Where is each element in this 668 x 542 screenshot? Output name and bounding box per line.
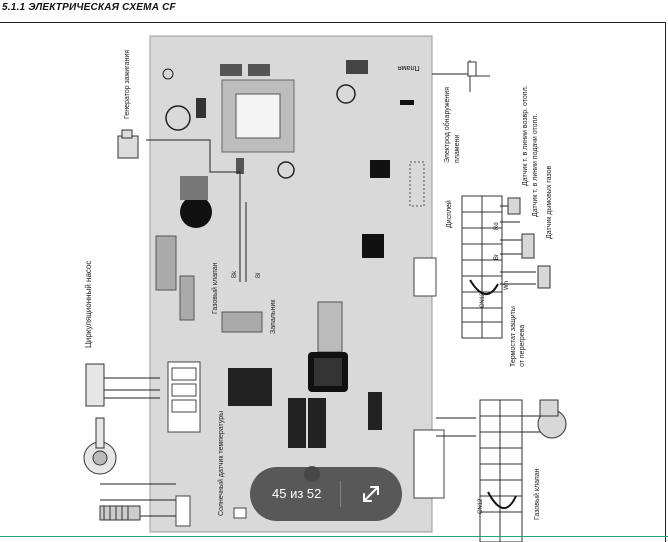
- chip: [370, 160, 390, 178]
- ignition-generator: [117, 129, 139, 159]
- label-return-sensor: Датчик т. в линии возвр. отопл.: [522, 85, 529, 186]
- label-overheat-1: Термостат защиты: [510, 306, 517, 367]
- page-counter: 45 из 52: [272, 486, 322, 501]
- relay: [228, 368, 272, 406]
- label-circulation-pump: Циркуляционный насос: [84, 260, 93, 348]
- label-cn12-bottom: CN12: [478, 498, 484, 514]
- label-flame-electrode-1: Электрод обнаружения: [444, 87, 451, 163]
- label-gas-valve-bottom: Газовый клапан: [534, 468, 541, 520]
- pager-divider: [340, 481, 341, 507]
- wire-label-wh: Wh: [504, 281, 510, 290]
- expand-icon[interactable]: [358, 481, 384, 507]
- page-counter-overlay: 45 из 52: [250, 467, 402, 521]
- label-flame: Пламя: [398, 64, 420, 71]
- bottom-gas-valve: [99, 505, 141, 521]
- label-igniter: Запальник: [270, 299, 277, 334]
- wire-label-bk: Bk: [232, 270, 238, 278]
- capacitor: [165, 105, 191, 131]
- label-ignition-generator: Генератор зажигания: [124, 49, 131, 119]
- flame-electrode: [467, 60, 490, 92]
- section-heading: 5.1.1 ЭЛЕКТРИЧЕСКАЯ СХЕМА CF: [2, 2, 176, 13]
- page-bottom-rule: [0, 536, 668, 537]
- connector-right: [413, 257, 437, 297]
- connector-left: [167, 361, 201, 433]
- label-flue-sensor: Датчик дымовых газов: [546, 165, 553, 239]
- label-solar-sensor: Солнечный датчик температуры: [218, 410, 225, 516]
- circulation-pump: [83, 363, 117, 475]
- wire-label-rd: Rd: [494, 222, 500, 230]
- wire-label-br: Br: [494, 254, 500, 260]
- sensors: [507, 197, 567, 439]
- diagram-frame: [0, 22, 666, 542]
- label-flame-electrode-2: пламени: [454, 134, 461, 163]
- large-component: [180, 196, 212, 228]
- label-cn12-top: CN12: [480, 292, 486, 308]
- cn12-connector-bottom: [479, 399, 523, 542]
- wiring-diagram: [83, 35, 567, 542]
- label-gas-valve-top: Газовый клапан: [212, 262, 219, 314]
- label-overheat-2: от перегрева: [519, 324, 526, 367]
- wire-label-bl: Bl: [256, 272, 262, 278]
- label-display: Дисплей: [446, 200, 453, 228]
- label-supply-sensor: Датчик т. в линии подачи отопл.: [532, 113, 539, 217]
